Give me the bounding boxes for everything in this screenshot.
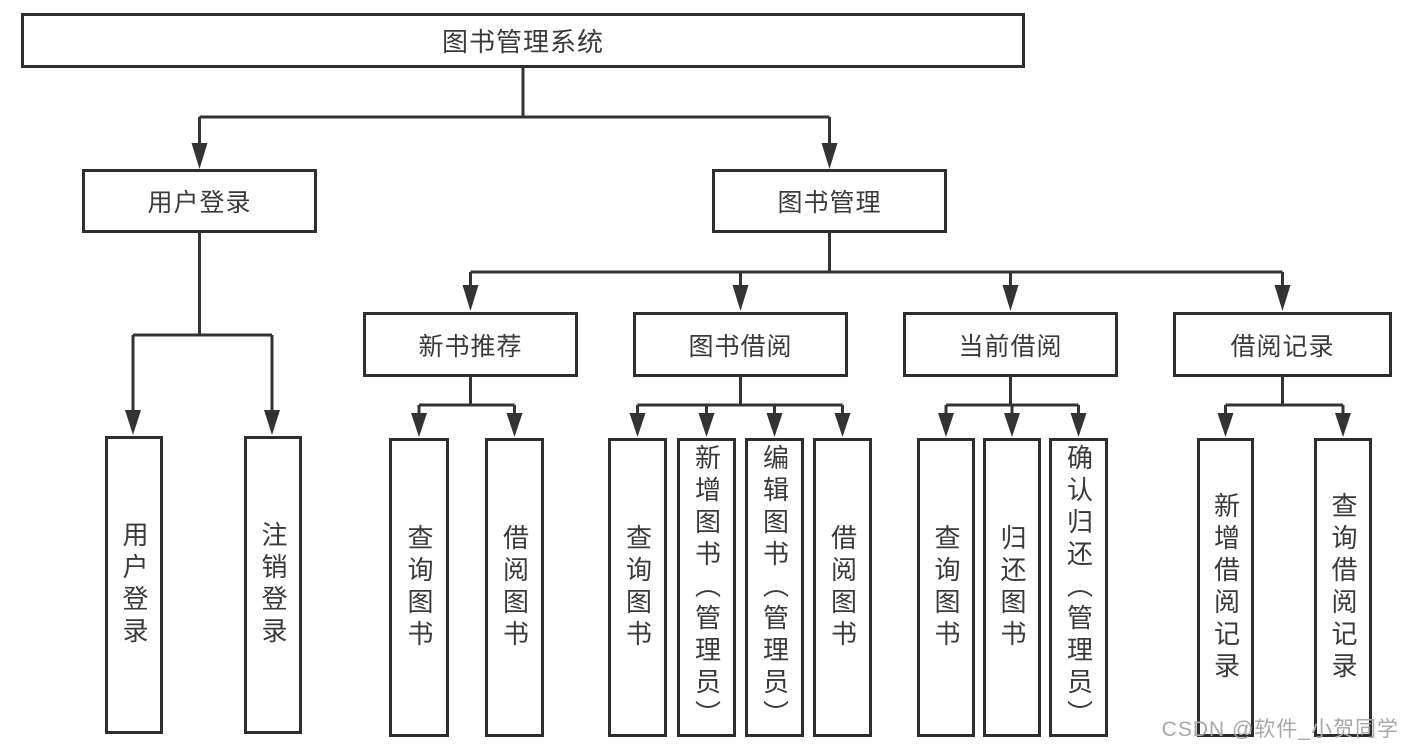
leaf-return-books: 归还图书: [983, 438, 1041, 737]
leaf-query-books-borrow-label: 查询图书: [622, 523, 653, 652]
node-root-system-label: 图书管理系统: [441, 27, 604, 57]
node-borrow-records: 借阅记录: [1173, 312, 1392, 377]
node-book-management: 图书管理: [712, 169, 947, 233]
leaf-borrow-books: 借阅图书: [813, 438, 872, 737]
leaf-add-books-admin-label: 新增图书（管理员）: [691, 443, 722, 732]
node-borrow-records-label: 借阅记录: [1230, 332, 1335, 361]
node-book-borrow-label: 图书借阅: [688, 332, 793, 361]
csdn-watermark: CSDN @软件_小贺同学: [1161, 718, 1399, 741]
node-book-borrow: 图书借阅: [633, 312, 848, 377]
node-user-login-label: 用户登录: [147, 189, 252, 217]
node-new-book-recommend: 新书推荐: [363, 312, 578, 377]
node-book-management-label: 图书管理: [777, 189, 882, 217]
leaf-return-books-label: 归还图书: [997, 523, 1027, 652]
leaf-add-borrow-record-label: 新增借阅记录: [1210, 491, 1241, 684]
leaf-query-books-current: 查询图书: [917, 438, 975, 737]
node-user-login: 用户登录: [82, 169, 317, 233]
leaf-query-books-borrow: 查询图书: [608, 438, 667, 737]
node-new-book-recommend-label: 新书推荐: [418, 332, 523, 361]
leaf-query-borrow-record-label: 查询借阅记录: [1328, 491, 1358, 684]
leaf-query-books-current-label: 查询图书: [931, 523, 961, 652]
leaf-query-books-recommend-label: 查询图书: [404, 523, 434, 652]
leaf-confirm-return-admin: 确认归还（管理员）: [1049, 438, 1108, 737]
leaf-logout: 注销登录: [244, 436, 302, 734]
node-current-borrow: 当前借阅: [903, 312, 1118, 377]
leaf-add-borrow-record: 新增借阅记录: [1197, 438, 1254, 737]
leaf-logout-label: 注销登录: [258, 521, 288, 649]
leaf-user-login-label: 用户登录: [119, 521, 149, 649]
node-root-system: 图书管理系统: [21, 13, 1025, 68]
leaf-borrow-books-recommend-label: 借阅图书: [499, 523, 530, 652]
leaf-user-login: 用户登录: [105, 436, 163, 734]
leaf-edit-books-admin-label: 编辑图书（管理员）: [759, 443, 790, 732]
node-current-borrow-label: 当前借阅: [958, 332, 1063, 361]
arrowheads: [125, 143, 1351, 437]
leaf-add-books-admin: 新增图书（管理员）: [677, 438, 736, 737]
leaf-query-books-recommend: 查询图书: [389, 438, 449, 737]
leaf-edit-books-admin: 编辑图书（管理员）: [745, 438, 804, 737]
leaf-query-borrow-record: 查询借阅记录: [1314, 438, 1372, 737]
leaf-borrow-books-recommend: 借阅图书: [485, 438, 544, 737]
leaf-borrow-books-label: 借阅图书: [827, 523, 858, 652]
leaf-confirm-return-admin-label: 确认归还（管理员）: [1063, 443, 1094, 732]
